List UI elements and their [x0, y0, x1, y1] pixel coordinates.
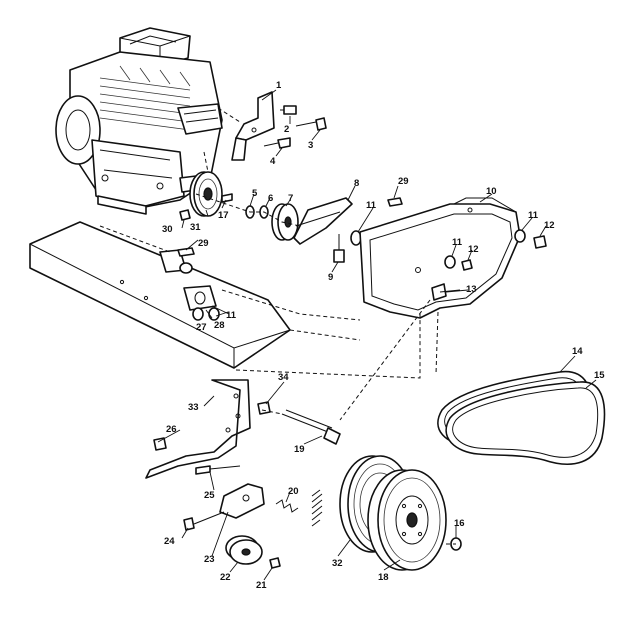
callout-13: 13 [466, 284, 477, 295]
callout-32: 32 [332, 558, 343, 569]
callout-leader-lines [157, 89, 597, 581]
callout-2: 2 [284, 124, 289, 135]
callout-1: 1 [276, 80, 282, 91]
engine-bracket-part-1 [231, 91, 275, 161]
pin-part-25 [195, 465, 241, 475]
part-28 [208, 307, 220, 321]
spring-rod-part-19 [281, 409, 341, 445]
callout-23: 23 [204, 554, 215, 565]
bolt-part-2 [280, 105, 297, 115]
bolt-part-24 [183, 511, 225, 531]
callout-10: 10 [486, 186, 497, 197]
callout-17: 17 [218, 210, 229, 221]
callout-19: 19 [294, 444, 305, 455]
callout-4: 4 [270, 156, 276, 167]
callout-26: 26 [166, 424, 177, 435]
belt-cover-part-10 [359, 197, 521, 319]
engine-pulley-part-31 [189, 171, 223, 217]
assembly-guide-lines [99, 107, 456, 545]
callout-33: 33 [188, 402, 199, 413]
nut-part-12b [533, 235, 547, 249]
bolt-part-9 [333, 234, 345, 263]
bolt-part-30 [179, 209, 191, 221]
callout-11-inner: 11 [452, 237, 463, 248]
bolt-part-4 [263, 137, 291, 149]
bracket-part-8 [293, 197, 353, 245]
callout-30: 30 [162, 224, 173, 235]
nut-part-34 [257, 401, 271, 415]
callout-27: 27 [196, 322, 207, 333]
callout-31: 31 [190, 222, 201, 233]
washer-part-11c [514, 229, 526, 243]
callout-28: 28 [214, 320, 225, 331]
callout-22: 22 [220, 572, 231, 583]
callout-8: 8 [354, 178, 359, 189]
tine-pulley-part-18 [367, 469, 447, 571]
bolt-part-3 [295, 117, 327, 131]
pulley-part-7 [271, 203, 299, 241]
callout-5: 5 [252, 188, 258, 199]
callout-7: 7 [288, 193, 293, 204]
belt-part-15 [445, 381, 606, 465]
callout-9: 9 [328, 272, 333, 283]
callout-3: 3 [308, 140, 313, 151]
callout-18: 18 [378, 572, 389, 583]
idler-arm-part-23 [219, 483, 265, 519]
tine-shield [29, 221, 291, 369]
nut-part-21 [269, 557, 281, 569]
callout-15: 15 [594, 370, 605, 381]
callout-29-cover: 29 [398, 176, 409, 187]
engine [55, 27, 223, 215]
part-27 [192, 307, 204, 321]
spring-part-20 [275, 499, 299, 513]
callout-14: 14 [572, 346, 583, 357]
bolt-part-13 [431, 283, 461, 301]
callout-21: 21 [256, 580, 267, 591]
spring-coil-idler [311, 489, 323, 527]
clip-part-29b [177, 247, 195, 257]
callout-6: 6 [268, 193, 273, 204]
bolt-part-26 [153, 437, 167, 451]
callout-20: 20 [288, 486, 299, 497]
idler-pulley-part-22 [225, 535, 263, 565]
bracket-part-11d [183, 285, 217, 311]
nut-part-12a [461, 259, 473, 271]
callout-12-right: 12 [544, 220, 555, 231]
clip-part-29a [387, 197, 403, 207]
callout-11-shield: 11 [226, 310, 237, 321]
washer-part-11b [444, 255, 456, 269]
callout-11-right: 11 [528, 210, 539, 221]
callout-29-shield: 29 [198, 238, 209, 249]
callout-25: 25 [204, 490, 215, 501]
idler-bracket-part-33 [145, 379, 251, 479]
callout-16: 16 [454, 518, 465, 529]
callout-24: 24 [164, 536, 175, 547]
callout-12-inner: 12 [468, 244, 479, 255]
callout-labels: 1 2 3 4 5 6 7 8 9 10 11 11 12 11 12 13 1… [162, 80, 605, 591]
callout-11-cover: 11 [366, 200, 377, 211]
key-part-17 [221, 193, 233, 203]
callout-34: 34 [278, 372, 289, 383]
